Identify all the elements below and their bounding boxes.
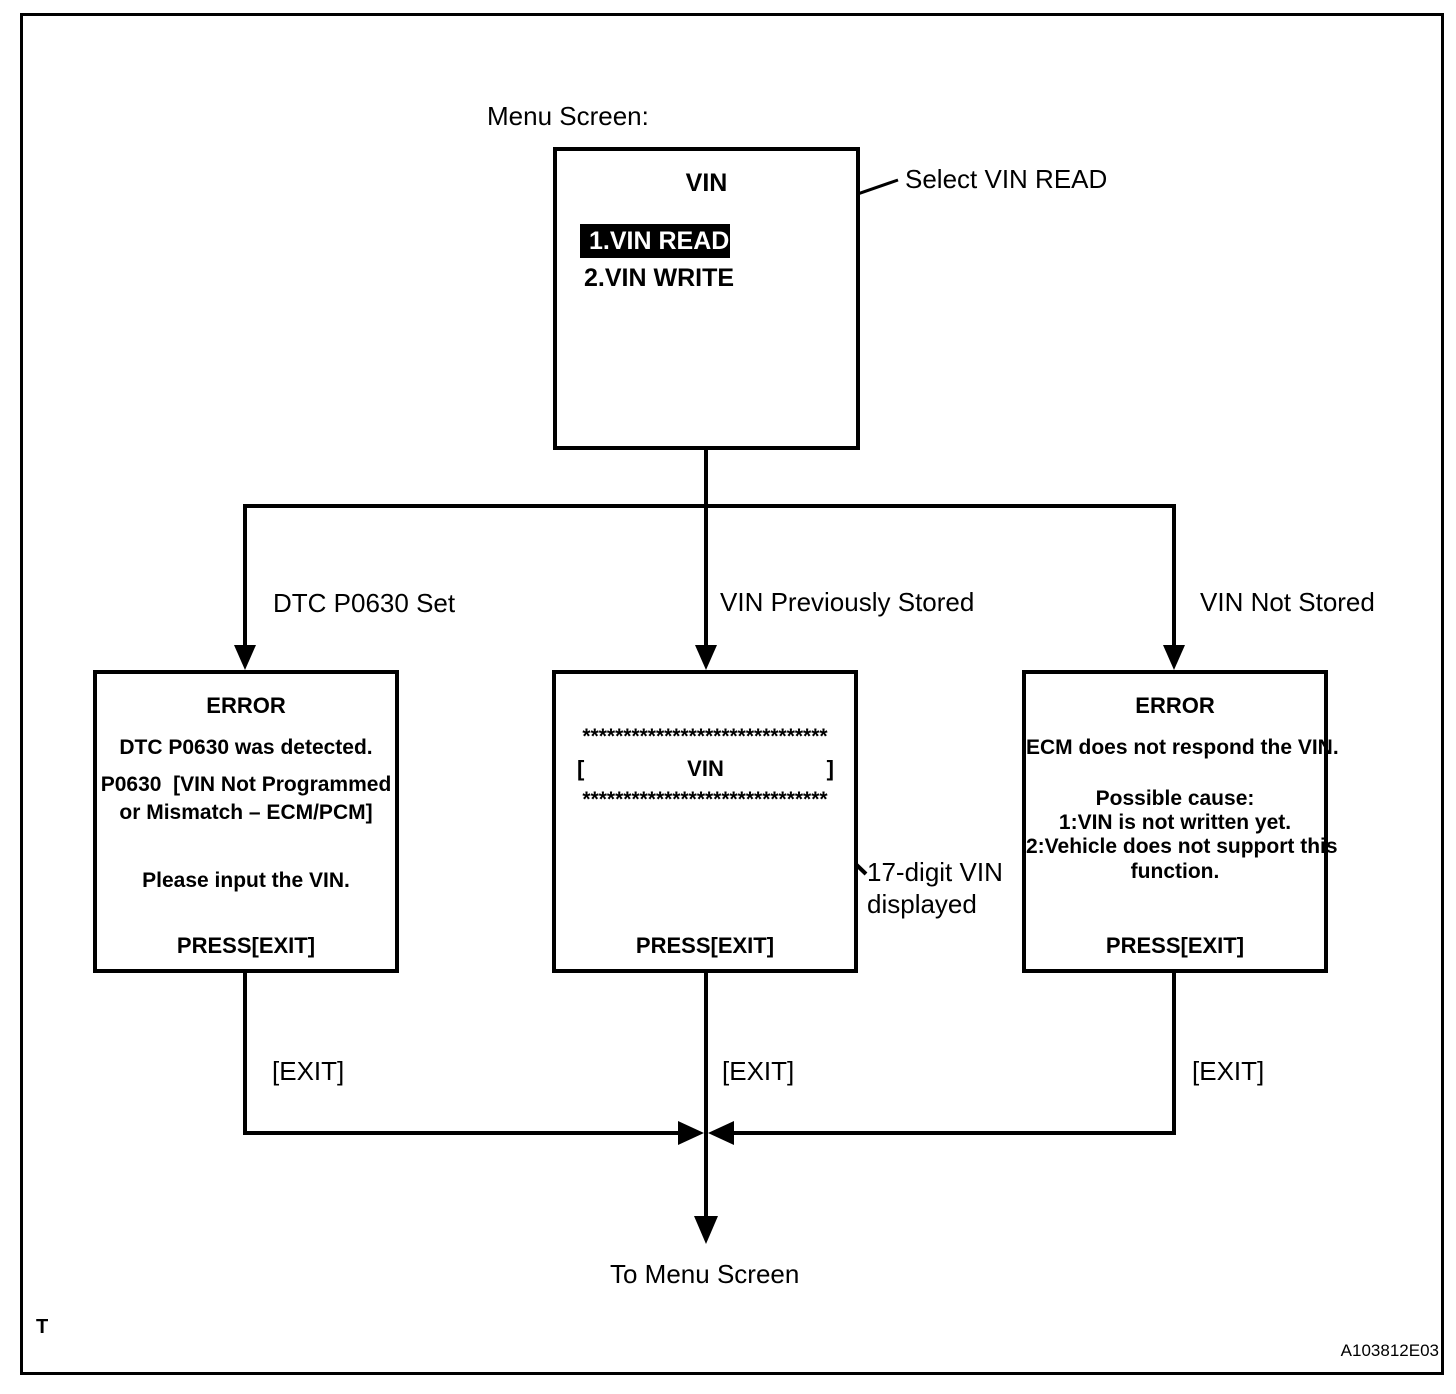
menu-item-vin-write: 2.VIN WRITE: [584, 264, 735, 292]
screen-dtc-error-line1: DTC P0630 was detected.: [119, 736, 373, 759]
screen-vin-display-box: ****************************** [ VIN ] *…: [552, 670, 858, 973]
screen-dtc-error-line2a: P0630 [VIN Not Programmed: [100, 773, 392, 796]
callout-17-digit-vin-line2: displayed: [867, 889, 977, 919]
screen-no-response-box: ERROR ECM does not respond the VIN. Poss…: [1022, 670, 1339, 973]
screen-dtc-error-line2b: or Mismatch – ECM/PCM]: [119, 801, 373, 824]
screen-dtc-error-box: ERROR DTC P0630 was detected. P0630 [VIN…: [93, 670, 399, 973]
screen-no-response-line1: ECM does not respond the VIN.: [1026, 736, 1339, 759]
screen-dtc-error-line3: Please input the VIN.: [142, 869, 350, 892]
menu-title: VIN: [685, 169, 728, 197]
screen-no-response-line4: 2:Vehicle does not support this: [1026, 835, 1338, 858]
vin-display-stars-bottom: ******************************: [582, 788, 828, 811]
page-corner-letter: T: [36, 1316, 49, 1338]
vin-display-stars-top: ******************************: [582, 725, 828, 748]
vin-bracket-open: [: [577, 756, 585, 781]
to-menu-screen-label: To Menu Screen: [610, 1259, 800, 1289]
screen-no-response-line5: function.: [1130, 860, 1220, 883]
screen-no-response-line2: Possible cause:: [1095, 787, 1255, 810]
menu-screen-box: VIN 1.VIN READ 2.VIN WRITE: [553, 147, 860, 450]
page-border: [20, 13, 1444, 1375]
screen-no-response-line3: 1:VIN is not written yet.: [1058, 811, 1292, 834]
branch-label-vin-stored: VIN Previously Stored: [720, 587, 975, 617]
vin-label: VIN: [687, 756, 724, 781]
exit-label-right: [EXIT]: [1192, 1056, 1265, 1086]
branch-label-vin-not-stored: VIN Not Stored: [1200, 587, 1375, 617]
figure-code: A103812E03: [1340, 1341, 1439, 1360]
menu-screen-caption: Menu Screen:: [487, 101, 649, 131]
screen-no-response-press-exit: PRESS[EXIT]: [1105, 933, 1245, 958]
vin-display-row: [ VIN ]: [556, 756, 854, 782]
branch-label-dtc-set: DTC P0630 Set: [273, 588, 456, 618]
menu-item-vin-read-selected: 1.VIN READ: [580, 224, 730, 258]
screen-no-response-title: ERROR: [1135, 693, 1215, 718]
callout-select-vin-read: Select VIN READ: [905, 164, 1108, 194]
vin-display-press-exit: PRESS[EXIT]: [635, 933, 775, 958]
screen-dtc-error-press-exit: PRESS[EXIT]: [176, 933, 316, 958]
exit-label-center: [EXIT]: [722, 1056, 795, 1086]
vin-bracket-close: ]: [826, 756, 834, 781]
screen-dtc-error-title: ERROR: [206, 693, 286, 718]
callout-17-digit-vin-line1: 17-digit VIN: [867, 857, 1003, 887]
exit-label-left: [EXIT]: [272, 1056, 345, 1086]
